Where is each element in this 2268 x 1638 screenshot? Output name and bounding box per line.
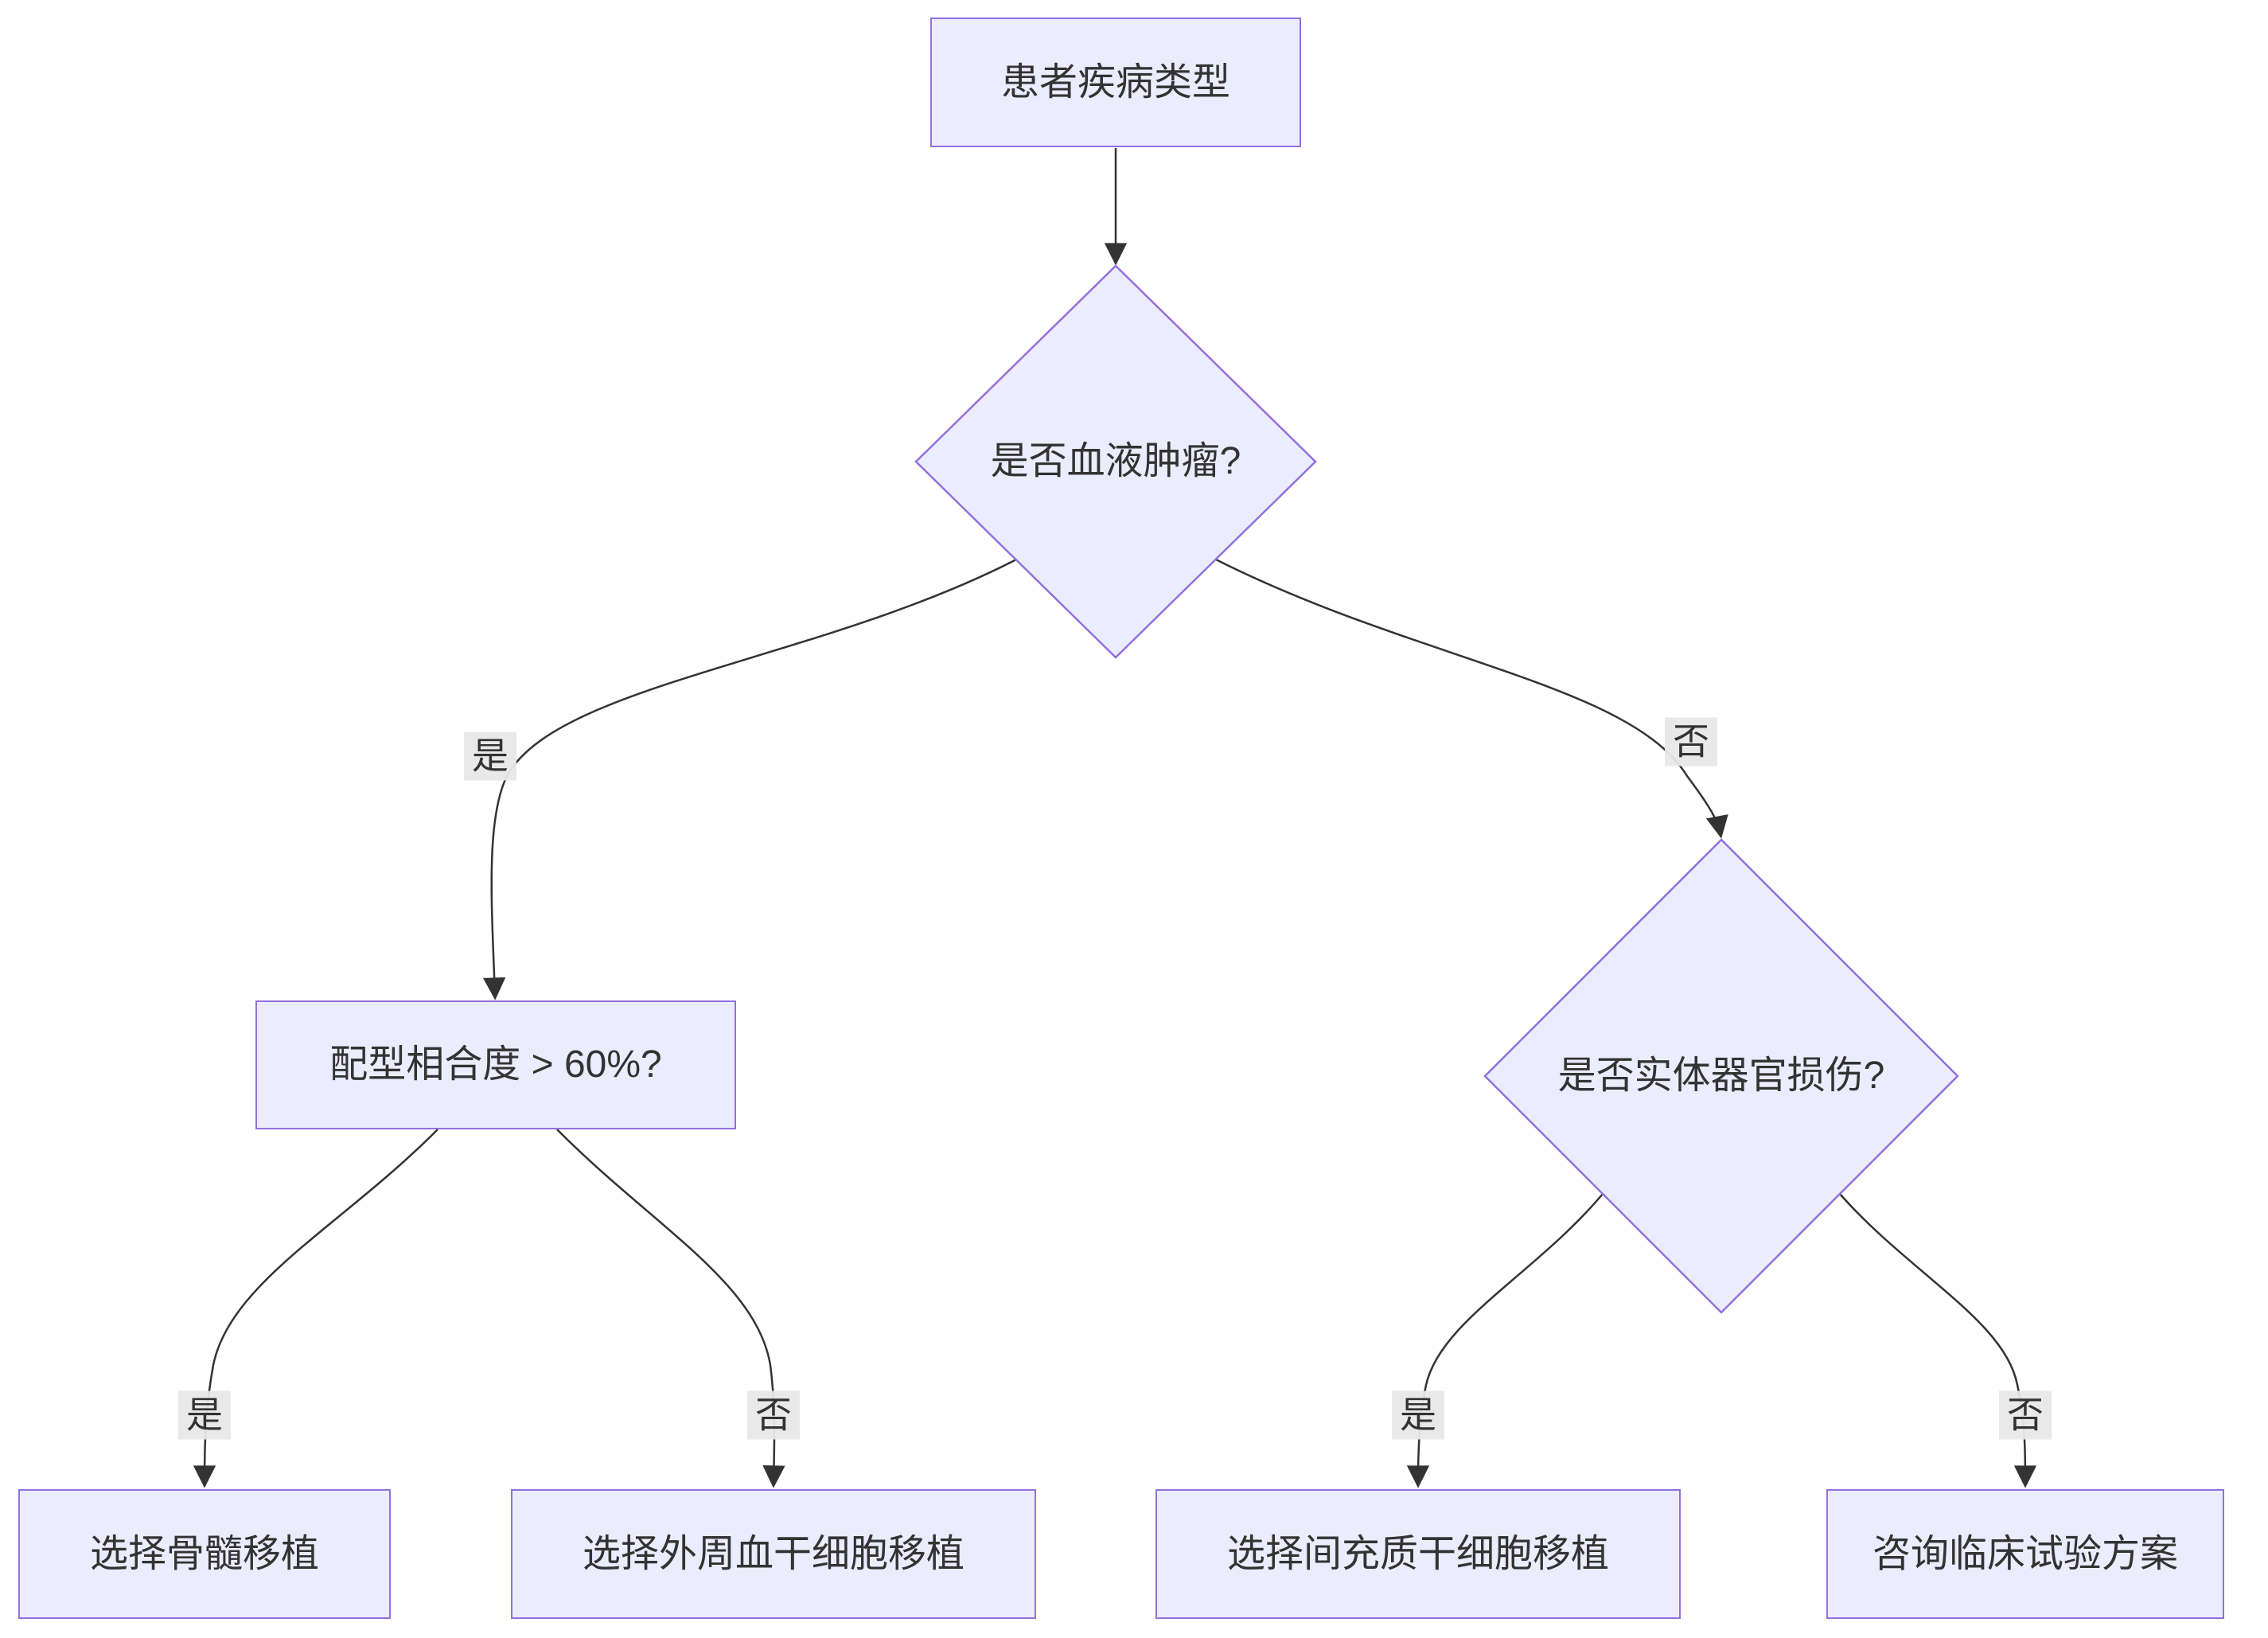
edge-c-to-e bbox=[193, 1129, 438, 1488]
edge-b-to-d bbox=[1215, 558, 1728, 839]
node-matching-degree: 配型相合度 > 60%? bbox=[255, 1000, 736, 1129]
node-patient-disease-type: 患者疾病类型 bbox=[930, 18, 1301, 147]
edge-label-no-c-to-f: 否 bbox=[747, 1390, 800, 1440]
decision-node-solid-organ-shape bbox=[1483, 838, 1959, 1314]
decision-node-blood-tumor-shape bbox=[914, 264, 1317, 659]
edge-label-yes-d-to-g: 是 bbox=[1392, 1390, 1444, 1440]
edge-label-no-b-to-d: 否 bbox=[1665, 717, 1717, 766]
edge-c-to-f bbox=[556, 1129, 785, 1488]
node-patient-disease-type-label: 患者疾病类型 bbox=[1000, 60, 1230, 103]
node-clinical-trial: 咨询临床试验方案 bbox=[1826, 1489, 2224, 1619]
edge-d-to-g bbox=[1406, 1193, 1604, 1488]
node-bone-marrow-transplant-label: 选择骨髓移植 bbox=[89, 1532, 319, 1575]
edge-label-yes-b-to-c: 是 bbox=[464, 731, 516, 781]
node-bone-marrow-transplant: 选择骨髓移植 bbox=[18, 1489, 391, 1619]
node-mesenchymal-transplant-label: 选择间充质干细胞移植 bbox=[1226, 1532, 1609, 1575]
node-peripheral-blood-transplant-label: 选择外周血干细胞移植 bbox=[582, 1532, 964, 1575]
edge-label-no-d-to-h: 否 bbox=[1999, 1390, 2052, 1440]
node-clinical-trial-label: 咨询临床试验方案 bbox=[1872, 1532, 2178, 1575]
edge-label-yes-c-to-e: 是 bbox=[178, 1390, 231, 1440]
node-peripheral-blood-transplant: 选择外周血干细胞移植 bbox=[511, 1489, 1036, 1619]
edge-d-to-h bbox=[1839, 1193, 2037, 1488]
edge-b-to-c bbox=[483, 558, 1017, 1000]
node-mesenchymal-transplant: 选择间充质干细胞移植 bbox=[1155, 1489, 1681, 1619]
node-matching-degree-label: 配型相合度 > 60%? bbox=[329, 1043, 662, 1086]
